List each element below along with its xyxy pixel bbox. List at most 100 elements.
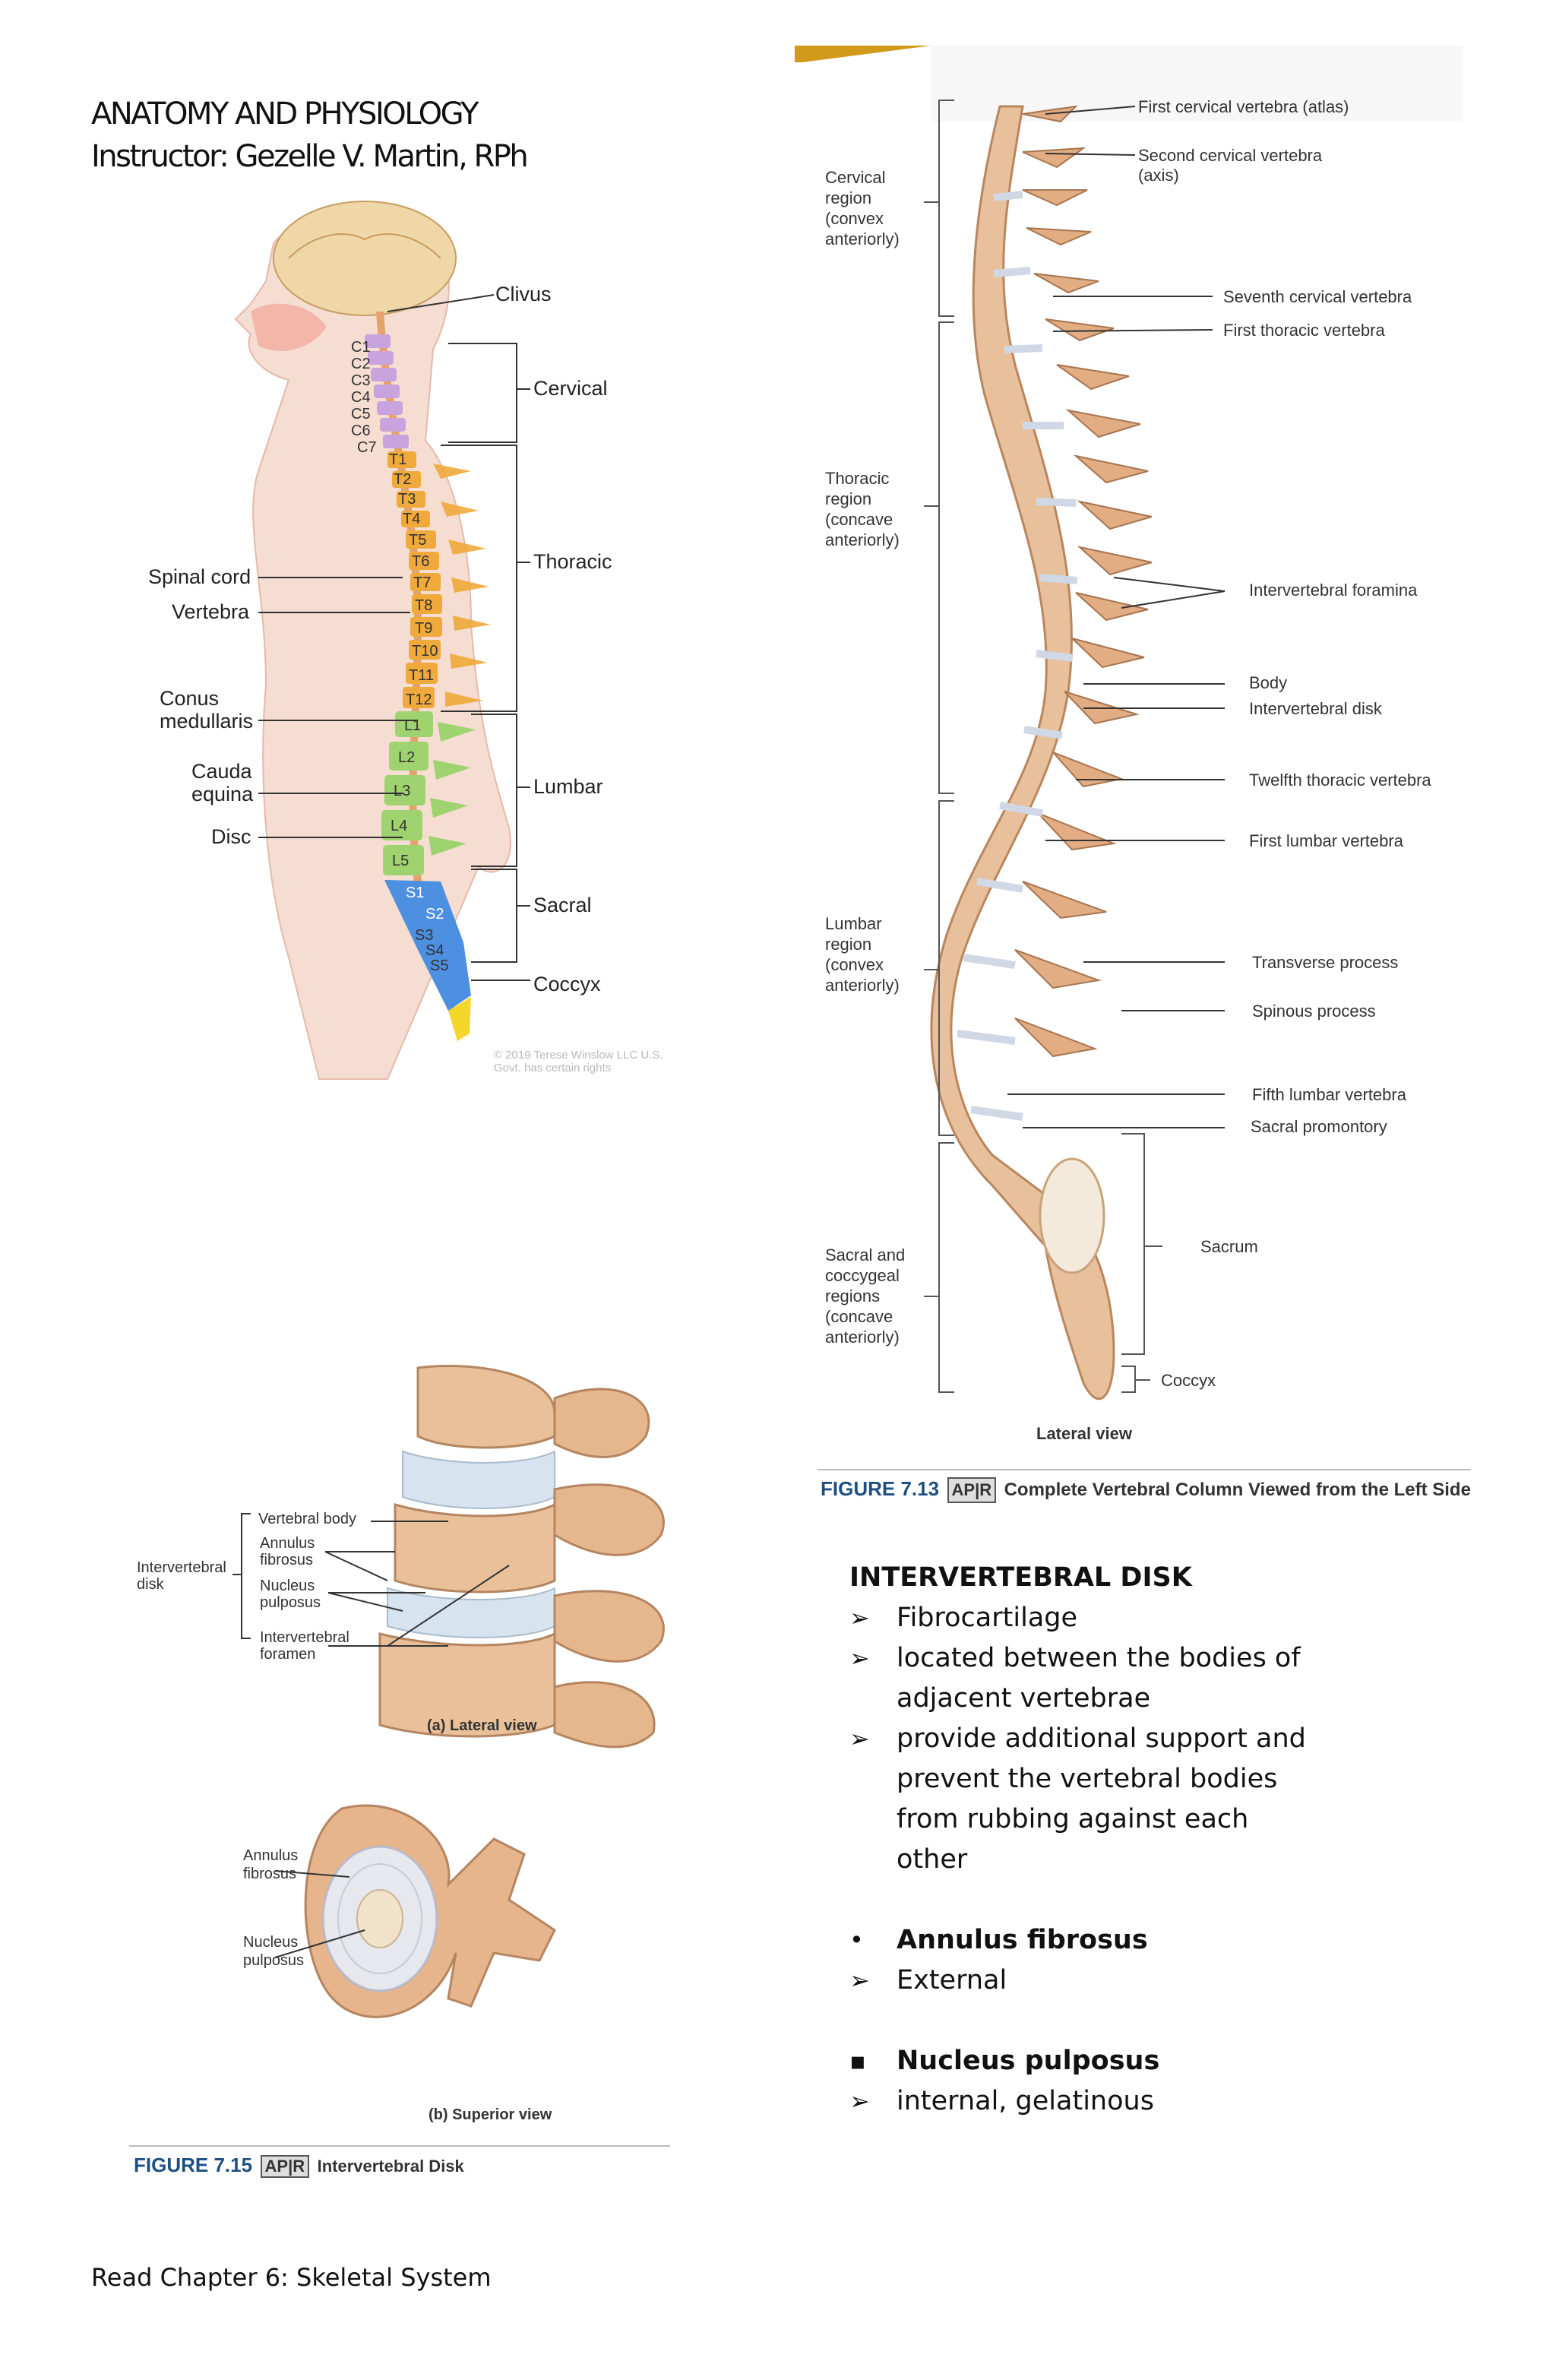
label-spinal-cord: Spinal cord xyxy=(148,565,251,588)
label-clivus: Clivus xyxy=(495,283,552,305)
vertebra-code: T10 xyxy=(412,643,438,660)
label-seventh-cervical: Seventh cervical vertebra xyxy=(1223,287,1412,306)
label-disc: Disc xyxy=(211,825,251,848)
label-first-lumbar: First lumbar vertebra xyxy=(1249,831,1403,850)
vertebra-code: L3 xyxy=(394,783,411,799)
label-intervertebral-disk: Intervertebral disk xyxy=(1249,699,1382,718)
vertebra-code: T2 xyxy=(394,471,412,488)
label-intervertebral-disk-group: Intervertebral disk xyxy=(137,1559,226,1593)
vertebra-code: C1 xyxy=(351,339,371,356)
vertebra-code: T5 xyxy=(409,532,427,549)
course-title: ANATOMY AND PHYSIOLOGY xyxy=(91,97,479,131)
label-sacral-coccygeal-region: Sacral and coccygeal regions (concave an… xyxy=(825,1245,906,1347)
label-intervertebral-foramen: Intervertebral foramen xyxy=(260,1629,349,1663)
notes-point: ➢ provide additional support and prevent… xyxy=(849,1719,1320,1880)
lateral-view-label: (a) Lateral view xyxy=(427,1717,537,1734)
vertebra-code: S3 xyxy=(415,927,434,944)
label-spinous-process: Spinous process xyxy=(1252,1002,1376,1021)
vertebra-code: S5 xyxy=(430,957,449,974)
course-header: ANATOMY AND PHYSIOLOGY Instructor: Gezel… xyxy=(91,93,529,178)
vertebra-code: L4 xyxy=(391,818,408,834)
vertebra-code: T9 xyxy=(415,620,433,637)
coccyx-bone xyxy=(448,997,471,1041)
vertebra-code: T3 xyxy=(398,491,416,508)
nucleus-title: ▪ Nucleus pulposus xyxy=(849,2041,1320,2081)
caption-text: Intervertebral Disk xyxy=(317,2157,464,2176)
apr-badge: AP|R xyxy=(947,1477,997,1503)
figure-7-15-caption: FIGURE 7.15 AP|R Intervertebral Disk xyxy=(134,2154,681,2178)
vertebra-code: L2 xyxy=(398,749,416,766)
arrow-bullet-icon: ➢ xyxy=(849,1966,870,1995)
label-coccyx: Coccyx xyxy=(533,973,601,995)
arrow-bullet-icon: ➢ xyxy=(849,2087,870,2116)
label-body: Body xyxy=(1249,673,1288,692)
vertebra-code: T12 xyxy=(406,692,432,708)
label-nucleus-pulposus-superior: Nucleus pulposus xyxy=(243,1934,305,1969)
spinal-cord-figure: Clivus Cervical Thoracic Lumbar Sacral C… xyxy=(114,198,676,1087)
label-sacral-promontory: Sacral promontory xyxy=(1251,1117,1387,1136)
label-coccyx-bone: Coccyx xyxy=(1161,1371,1216,1390)
lateral-stack xyxy=(378,1365,665,1749)
instructor-name: Instructor: Gezelle V. Martin, RPh xyxy=(91,139,529,174)
vertebra-code: C2 xyxy=(351,356,371,372)
superior-view-label: (b) Superior view xyxy=(429,2106,552,2123)
label-vertebral-body: Vertebral body xyxy=(258,1511,356,1527)
label-first-cervical: First cervical vertebra (atlas) xyxy=(1138,97,1349,116)
notes-point: ➢ External xyxy=(849,1961,1320,2001)
cervical-vertebrae xyxy=(365,334,409,448)
label-annulus-fibrosus-superior: Annulus fibrosus xyxy=(243,1847,299,1882)
label-sacral: Sacral xyxy=(533,894,592,916)
notes-point: ➢ Fibrocartilage xyxy=(849,1598,1320,1638)
vertebral-column-illustration xyxy=(795,46,1471,1470)
label-vertebra: Vertebra xyxy=(172,600,250,623)
vertebrae-column xyxy=(258,294,530,1041)
vertebral-column-figure: Cervical region (convex anteriorly) Thor… xyxy=(795,46,1486,1535)
label-annulus-fibrosus: Annulus fibrosus xyxy=(260,1535,315,1568)
thoracic-vertebrae xyxy=(387,451,442,708)
label-lumbar-region: Lumbar region (convex anteriorly) xyxy=(825,914,900,995)
intervertebral-disk-figure: Vertebral body Annulus fibrosus Nucleus … xyxy=(129,1353,684,2196)
caption-text: Complete Vertebral Column Viewed from th… xyxy=(1004,1480,1471,1500)
label-fifth-lumbar: Fifth lumbar vertebra xyxy=(1252,1085,1406,1104)
superior-view xyxy=(274,1804,556,2018)
label-intervertebral-foramina: Intervertebral foramina xyxy=(1249,581,1418,600)
vertebra-code: T1 xyxy=(389,451,407,468)
intervertebral-disk-illustration xyxy=(129,1365,670,2147)
vertebra-code: L5 xyxy=(392,853,410,869)
footer-note: Read Chapter 6: Skeletal System xyxy=(91,2263,492,2292)
vertebra-code: T11 xyxy=(409,667,434,684)
vertebra-code: C3 xyxy=(351,372,371,389)
vertebra-code: C6 xyxy=(351,423,371,439)
vertebra-code: S4 xyxy=(425,942,444,959)
vertebra-code: C5 xyxy=(351,406,371,423)
annulus-title: • Annulus fibrosus xyxy=(849,1920,1320,1961)
notes-point: ➢ located between the bodies of adjacent… xyxy=(849,1638,1320,1719)
label-lumbar: Lumbar xyxy=(533,775,603,798)
apr-badge: AP|R xyxy=(260,2155,310,2178)
vertebra-code: T6 xyxy=(412,553,430,570)
figure-number: FIGURE 7.13 xyxy=(821,1477,940,1500)
image-credit: © 2019 Terese Winslow LLC U.S. Govt. has… xyxy=(494,1049,663,1074)
label-sacrum: Sacrum xyxy=(1200,1237,1258,1256)
spinal-cord-illustration xyxy=(234,201,511,1080)
intervertebral-disk-notes: INTERVERTEBRAL DISK ➢ Fibrocartilage ➢ l… xyxy=(849,1558,1320,2122)
sacral-vertebrae xyxy=(384,880,471,1011)
vertebra-code: L1 xyxy=(404,717,422,734)
vertebra-code: C4 xyxy=(351,389,371,406)
lumbar-vertebrae xyxy=(381,711,433,875)
label-thoracic: Thoracic xyxy=(533,550,612,573)
label-cauda-equina: Cauda equina xyxy=(191,760,254,805)
label-cervical-region: Cervical region (convex anteriorly) xyxy=(825,168,900,248)
arrow-bullet-icon: ➢ xyxy=(849,1603,870,1632)
label-first-thoracic: First thoracic vertebra xyxy=(1223,321,1385,340)
vertebra-code: T8 xyxy=(415,597,433,614)
round-bullet-icon: • xyxy=(849,1926,864,1954)
label-conus-medullaris: Conus medullaris xyxy=(160,687,254,733)
vertebra-code: S2 xyxy=(425,906,444,923)
notes-heading: INTERVERTEBRAL DISK xyxy=(849,1562,1192,1593)
square-bullet-icon: ▪ xyxy=(849,2046,866,2075)
figure-7-13-caption: FIGURE 7.13 AP|R Complete Vertebral Colu… xyxy=(821,1477,1474,1504)
label-twelfth-thoracic: Twelfth thoracic vertebra xyxy=(1249,771,1431,790)
vertebra-code: T4 xyxy=(403,511,421,527)
vertebra-code: C7 xyxy=(357,439,377,456)
